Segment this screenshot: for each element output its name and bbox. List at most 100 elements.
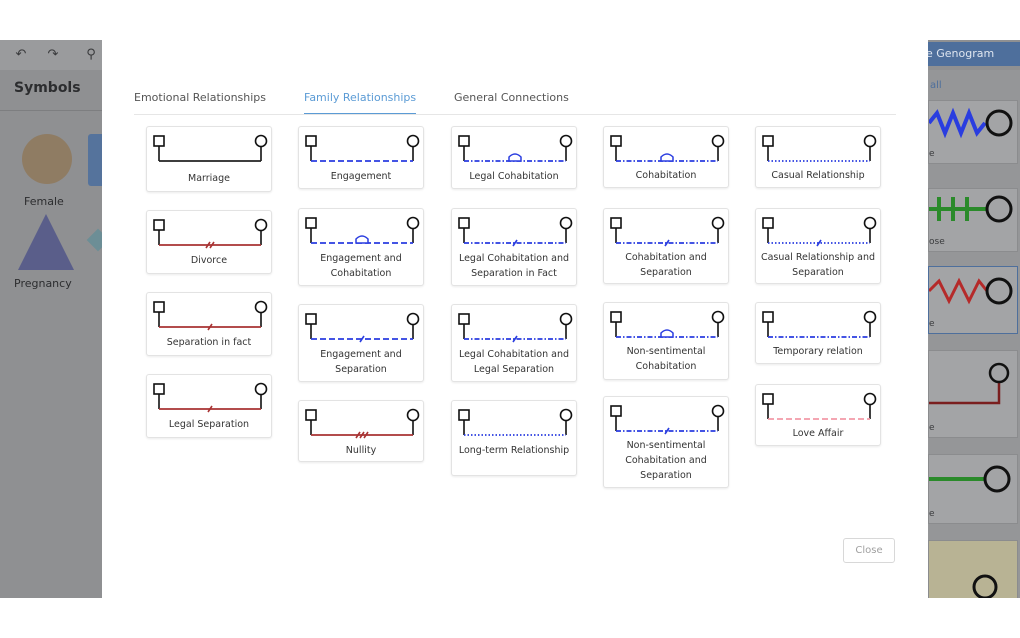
male-square-icon (305, 313, 317, 325)
right-card[interactable]: ose (928, 188, 1018, 252)
relationship-option-card[interactable]: Legal Cohabitation and Separation in Fac… (451, 208, 577, 286)
slash-marker-icon (664, 427, 670, 435)
pregnancy-label: Pregnancy (14, 277, 72, 290)
sidebar-title: Symbols (14, 80, 81, 96)
redo-icon[interactable]: ↷ (47, 47, 59, 62)
male-square-icon (610, 135, 622, 147)
male-square-icon (610, 311, 622, 323)
relationship-label: Engagement (330, 171, 392, 182)
relationship-option-card[interactable]: Love Affair (755, 384, 881, 446)
female-circle-icon (254, 218, 268, 232)
relationship-label: Legal Separation (168, 419, 250, 430)
right-card[interactable]: e (927, 266, 1018, 334)
relationship-label: Non-sentimental Cohabitation (626, 346, 706, 372)
genogram-app-background: ↶ ↷ ⚲ e Genogram Symbols Female Pregnanc… (0, 40, 1020, 598)
male-square-icon (762, 311, 774, 323)
relationship-option-card[interactable]: Non-sentimental Cohabitation and Separat… (603, 396, 729, 488)
relationship-option-card[interactable]: Engagement and Cohabitation (298, 208, 424, 286)
female-circle-icon (863, 392, 877, 406)
relationship-option-card[interactable]: Non-sentimental Cohabitation (603, 302, 729, 380)
right-card-label: e (929, 423, 935, 433)
relationship-symbol-icon (153, 218, 268, 249)
relationship-option-card[interactable]: Divorce (146, 210, 272, 274)
slash-marker-icon (512, 335, 518, 343)
search-icon[interactable]: ⚲ (86, 47, 96, 62)
relationship-option-card[interactable]: Cohabitation and Separation (603, 208, 729, 284)
slash-marker-icon (816, 239, 822, 247)
relationship-label: Engagement and Cohabitation (320, 253, 402, 279)
female-symbol[interactable] (22, 134, 72, 184)
female-circle-icon (711, 216, 725, 230)
slash-marker-icon (205, 241, 211, 249)
close-button[interactable]: Close (843, 538, 895, 563)
male-square-icon (305, 409, 317, 421)
relationship-option-card[interactable]: Nullity (298, 400, 424, 462)
female-circle-icon (863, 310, 877, 324)
slash-marker-icon (512, 239, 518, 247)
relationship-symbol-icon (458, 134, 573, 162)
relationship-symbol-icon (610, 134, 725, 162)
relationship-option-card[interactable]: Marriage (146, 126, 272, 192)
relationship-option-card[interactable]: Long-term Relationship (451, 400, 577, 476)
relationship-label: Temporary relation (773, 346, 863, 357)
female-circle-icon (863, 134, 877, 148)
tab-general-connections[interactable]: General Connections (454, 91, 569, 104)
right-card[interactable]: e (928, 350, 1018, 438)
male-symbol[interactable] (88, 134, 102, 186)
male-square-icon (458, 313, 470, 325)
relationship-label: Marriage (188, 173, 230, 184)
relationship-label: Cohabitation (635, 170, 697, 181)
undo-icon[interactable]: ↶ (15, 47, 27, 62)
relationship-option-card[interactable]: Cohabitation (603, 126, 729, 188)
relationship-symbol-icon (153, 382, 268, 413)
relationship-option-card[interactable]: Legal Separation (146, 374, 272, 438)
slash-marker-icon (664, 239, 670, 247)
relationship-option-card[interactable]: Temporary relation (755, 302, 881, 364)
partial-symbol-icon (972, 574, 998, 598)
relationship-label: Cohabitation and Separation (625, 252, 707, 278)
relationship-option-card[interactable]: Separation in fact (146, 292, 272, 356)
house-marker-icon (660, 329, 674, 338)
female-circle-icon (254, 382, 268, 396)
relationship-label: Casual Relationship (771, 170, 865, 181)
relationship-symbol-icon (610, 404, 725, 435)
relationship-symbol-icon (610, 310, 725, 338)
zigzag-blue-icon (927, 107, 1013, 139)
relationship-symbol-icon (762, 134, 877, 162)
pregnancy-symbol[interactable] (18, 214, 74, 270)
female-label: Female (24, 195, 64, 208)
red-line-icon (929, 362, 1010, 405)
tab-emotional-relationships[interactable]: Emotional Relationships (134, 91, 267, 104)
relationship-label: Nullity (345, 445, 377, 456)
relationship-symbol-icon (610, 216, 725, 247)
right-card[interactable]: e (927, 100, 1018, 164)
right-card[interactable] (928, 540, 1018, 598)
female-circle-icon (254, 300, 268, 314)
male-square-icon (153, 383, 165, 395)
relationship-option-card[interactable]: Legal Cohabitation and Legal Separation (451, 304, 577, 382)
view-all-link[interactable]: all (930, 80, 942, 91)
slash-marker-icon (359, 431, 365, 439)
dialog-tabs: Emotional Relationships Family Relations… (134, 90, 896, 115)
relationship-option-card[interactable]: Engagement and Separation (298, 304, 424, 382)
slash-marker-icon (207, 405, 213, 413)
female-circle-icon (711, 134, 725, 148)
relationship-option-card[interactable]: Casual Relationship (755, 126, 881, 188)
tab-family-relationships[interactable]: Family Relationships (304, 91, 417, 114)
relationship-option-card[interactable]: Casual Relationship and Separation (755, 208, 881, 284)
male-square-icon (153, 301, 165, 313)
right-card[interactable]: e (928, 454, 1018, 524)
toolbar: ↶ ↷ ⚲ (0, 40, 110, 70)
relationship-option-card[interactable]: Legal Cohabitation (451, 126, 577, 189)
female-circle-icon (254, 134, 268, 148)
relationship-symbol-icon (305, 408, 420, 439)
relationship-label: Separation in fact (166, 337, 252, 348)
house-marker-icon (508, 153, 522, 162)
relationship-symbol-icon (458, 408, 573, 436)
male-square-icon (305, 135, 317, 147)
female-circle-icon (406, 408, 420, 422)
slash-marker-icon (209, 241, 215, 249)
zigzag-red-icon (927, 277, 1013, 305)
relationship-option-card[interactable]: Engagement (298, 126, 424, 189)
male-square-icon (153, 219, 165, 231)
